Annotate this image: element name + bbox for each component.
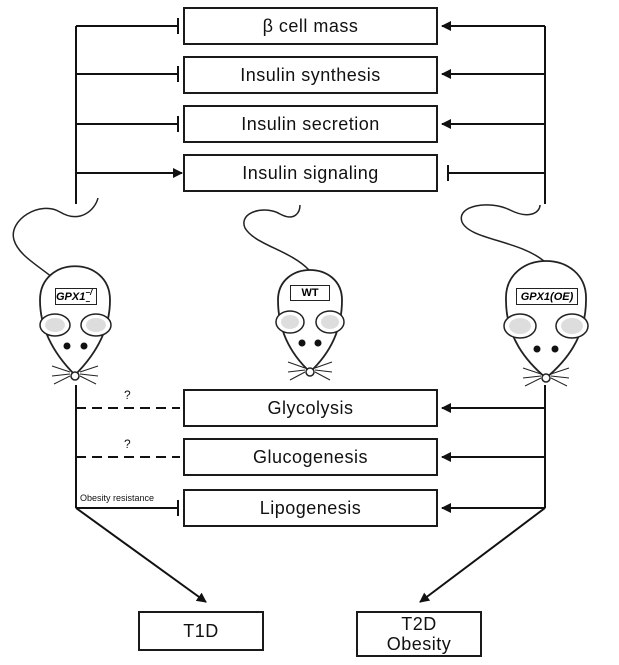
box-insulin-signaling: Insulin signaling (183, 154, 438, 192)
box-label: β cell mass (262, 15, 359, 36)
mouse-wt-label: WT (290, 285, 330, 301)
box-lipogenesis: Lipogenesis (183, 489, 438, 527)
box-insulin-secretion: Insulin secretion (183, 105, 438, 143)
glucogenesis-question-mark: ? (124, 437, 131, 451)
oe-to-t2d (419, 507, 546, 603)
box-insulin-synthesis: Insulin synthesis (183, 56, 438, 94)
box-label: Glycolysis (267, 397, 354, 418)
mouse-ko-label: GPX1−/− (55, 288, 97, 306)
outcome-t2d-obesity: T2D Obesity (356, 611, 482, 657)
obesity-resistance-note: Obesity resistance (80, 493, 155, 503)
box-label: Insulin secretion (241, 113, 380, 134)
mouse-oe-label: GPX1(OE) (516, 288, 578, 305)
box-label: Insulin synthesis (240, 64, 381, 85)
box-label: Insulin signaling (242, 162, 379, 183)
box-label: Lipogenesis (259, 497, 362, 518)
box-glucogenesis: Glucogenesis (183, 438, 438, 476)
box-label: Glucogenesis (252, 446, 369, 467)
outcome-t1d: T1D (138, 611, 264, 651)
box-glycolysis: Glycolysis (183, 389, 438, 427)
box-beta-cell-mass: β cell mass (183, 7, 438, 45)
ko-to-t1d (75, 507, 207, 603)
glycolysis-question-mark: ? (124, 388, 131, 402)
